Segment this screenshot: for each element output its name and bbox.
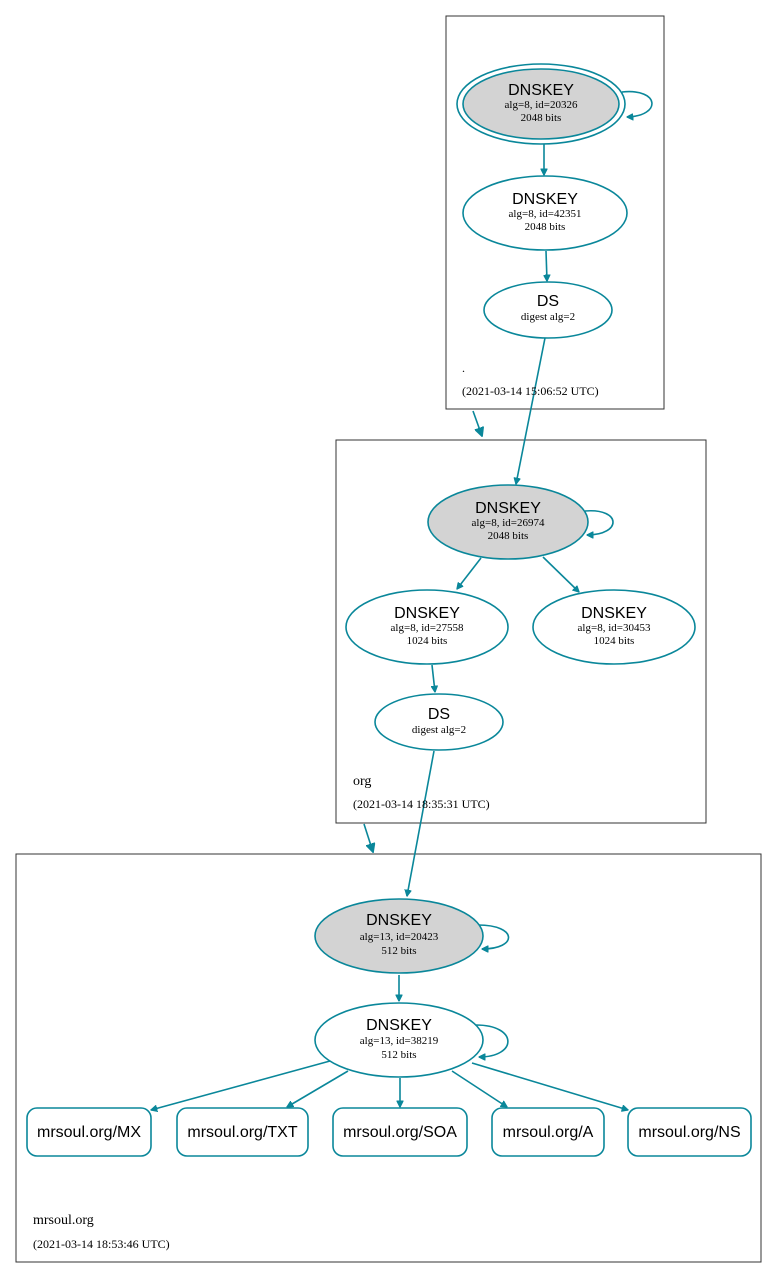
dnskey-node-mrsoul-ksk[interactable]: DNSKEY alg=13, id=20423 512 bits	[314, 898, 484, 974]
node-title: DNSKEY	[581, 605, 647, 622]
node-title: DS	[537, 293, 559, 310]
zone-timestamp-mrsoul: (2021-03-14 18:53:46 UTC)	[33, 1237, 170, 1251]
dnskey-node-root-ksk[interactable]: DNSKEY alg=8, id=20326 2048 bits	[456, 63, 626, 145]
zone-org-box	[335, 439, 707, 824]
rrset-label: mrsoul.org/MX	[37, 1124, 141, 1141]
dnskey-node-org-zsk-30453[interactable]: DNSKEY alg=8, id=30453 1024 bits	[532, 589, 696, 665]
dnskey-node-org-ksk[interactable]: DNSKEY alg=8, id=26974 2048 bits	[427, 484, 589, 560]
node-detail: 1024 bits	[594, 635, 635, 647]
node-detail: digest alg=2	[412, 724, 466, 736]
zone-label-mrsoul: mrsoul.org	[33, 1213, 94, 1228]
zone-label-root: .	[462, 361, 465, 375]
node-detail: 1024 bits	[407, 635, 448, 647]
edge-zsk-ns	[471, 1062, 628, 1110]
node-detail: alg=8, id=27558	[391, 622, 464, 634]
edge-org-ksk-zsk2	[542, 556, 579, 592]
delegation-arrow-root-org	[472, 410, 482, 436]
zone-timestamp-org: (2021-03-14 18:35:31 UTC)	[353, 797, 490, 811]
node-detail: alg=8, id=42351	[509, 208, 582, 220]
edge-root-ksk-self	[621, 90, 653, 117]
node-title: DNSKEY	[366, 912, 432, 929]
rrset-a[interactable]: mrsoul.org/A	[491, 1107, 605, 1157]
rrset-ns[interactable]: mrsoul.org/NS	[627, 1107, 752, 1157]
delegation-arrow-org-mrsoul	[363, 823, 373, 852]
edge-ds-mrsoul-ksk	[407, 750, 435, 896]
node-detail: alg=8, id=30453	[578, 622, 651, 634]
rrset-label: mrsoul.org/A	[503, 1124, 594, 1141]
ds-node-org[interactable]: DS digest alg=2	[483, 281, 613, 339]
zone-mrsoul-box	[15, 853, 762, 1263]
rrset-label: mrsoul.org/TXT	[187, 1124, 297, 1141]
edge-zsk-a	[451, 1070, 507, 1107]
node-title: DNSKEY	[394, 605, 460, 622]
node-title: DNSKEY	[475, 500, 541, 517]
rrset-label: mrsoul.org/NS	[638, 1124, 740, 1141]
node-title: DNSKEY	[512, 191, 578, 208]
node-detail: 2048 bits	[521, 112, 562, 124]
rrset-mx[interactable]: mrsoul.org/MX	[26, 1107, 152, 1157]
ds-node-mrsoul[interactable]: DS digest alg=2	[374, 693, 504, 751]
rrset-txt[interactable]: mrsoul.org/TXT	[176, 1107, 309, 1157]
edge-mrsoul-zsk-self	[475, 1024, 509, 1057]
node-detail: alg=13, id=38219	[360, 1035, 439, 1047]
node-detail: 512 bits	[381, 1049, 416, 1061]
node-detail: 2048 bits	[488, 530, 529, 542]
zone-root-box	[445, 15, 665, 410]
zone-label-org: org	[353, 774, 371, 789]
node-detail: alg=13, id=20423	[360, 931, 439, 943]
rrset-soa[interactable]: mrsoul.org/SOA	[332, 1107, 468, 1157]
rrset-label: mrsoul.org/SOA	[343, 1124, 457, 1141]
edge-ds-org-ksk	[516, 337, 546, 484]
edge-org-zsk1-ds	[432, 664, 435, 692]
node-title: DNSKEY	[508, 82, 574, 99]
edge-mrsoul-ksk-self	[477, 924, 510, 949]
dnskey-node-root-zsk[interactable]: DNSKEY alg=8, id=42351 2048 bits	[462, 175, 628, 251]
node-detail: alg=8, id=26974	[472, 517, 545, 529]
node-detail: digest alg=2	[521, 311, 575, 323]
dnskey-node-mrsoul-zsk[interactable]: DNSKEY alg=13, id=38219 512 bits	[314, 1002, 484, 1078]
dnskey-node-org-zsk-27558[interactable]: DNSKEY alg=8, id=27558 1024 bits	[345, 589, 509, 665]
node-detail: alg=8, id=20326	[505, 99, 578, 111]
zone-timestamp-root: (2021-03-14 15:06:52 UTC)	[462, 384, 599, 398]
node-title: DNSKEY	[366, 1017, 432, 1034]
edge-org-ksk-zsk1	[457, 557, 482, 589]
edge-root-zsk-ds	[546, 250, 547, 281]
edge-zsk-txt	[287, 1070, 349, 1107]
node-detail: 2048 bits	[525, 221, 566, 233]
node-detail: 512 bits	[381, 945, 416, 957]
edge-zsk-mx	[151, 1060, 331, 1110]
edge-org-ksk-self	[584, 510, 614, 535]
node-title: DS	[428, 706, 450, 723]
